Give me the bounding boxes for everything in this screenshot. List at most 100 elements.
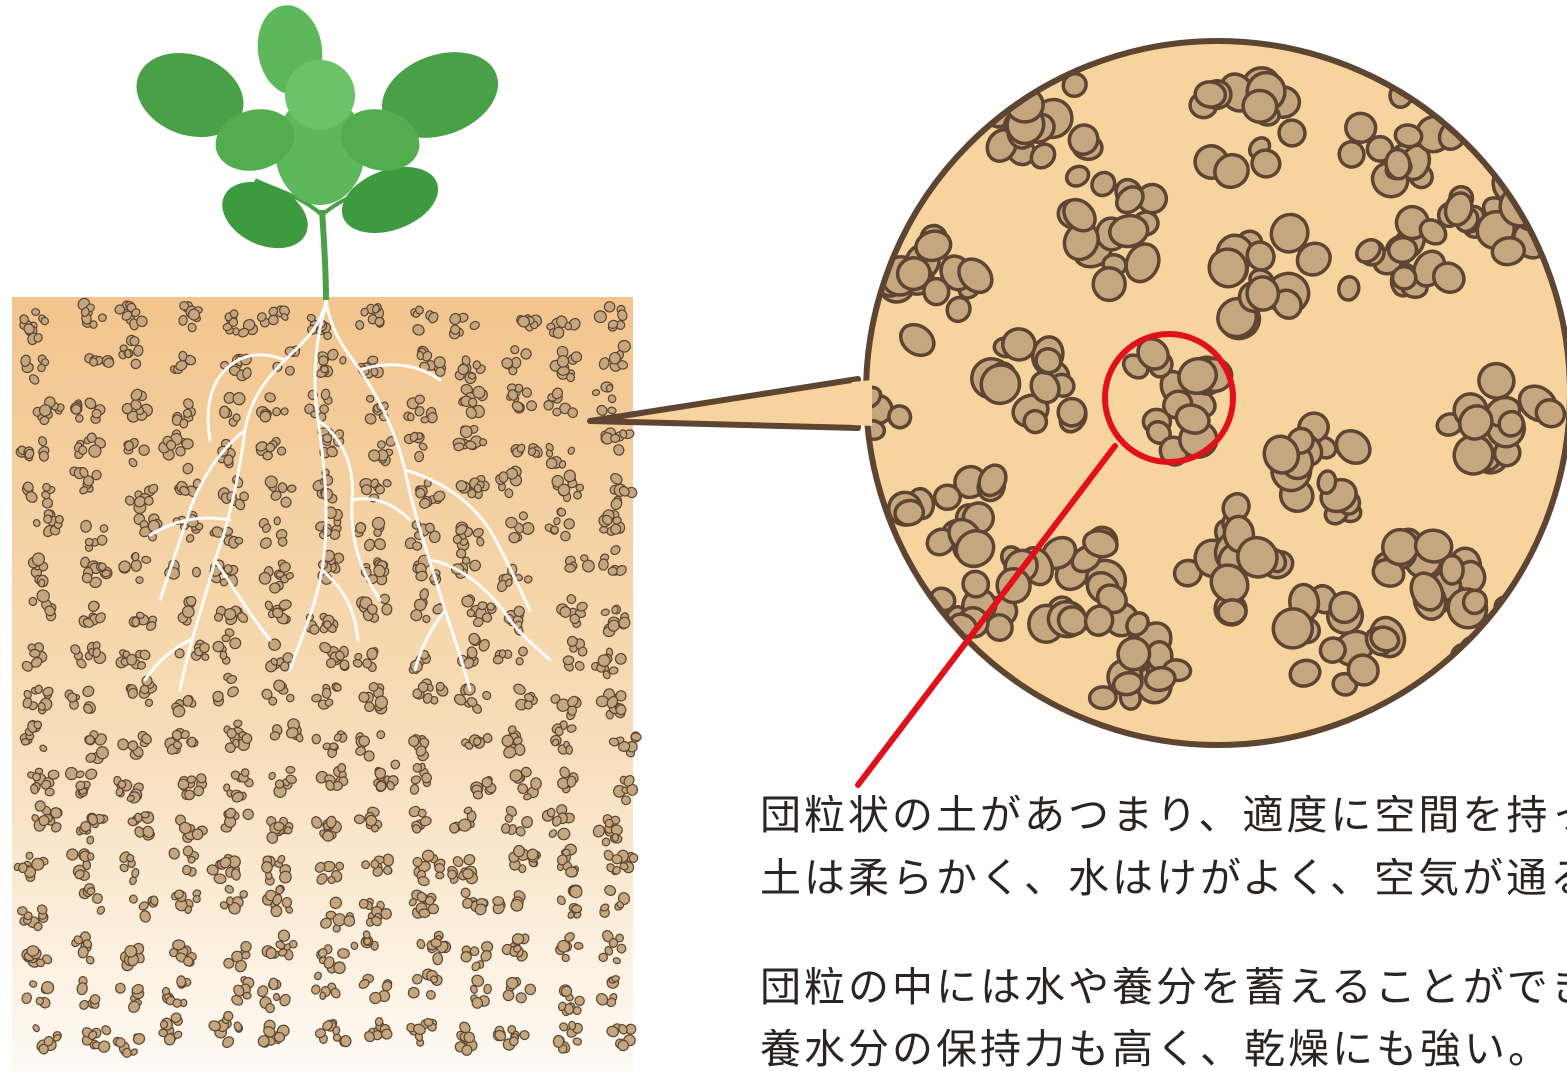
soil-particle: [499, 472, 508, 483]
soil-particle: [493, 897, 504, 906]
plant-leaves: [125, 1, 510, 300]
soil-particle: [565, 322, 573, 330]
soil-particle: [610, 434, 620, 443]
soil-particle: [581, 555, 589, 562]
soil-particle: [141, 812, 149, 819]
soil-particle: [415, 395, 424, 404]
soil-particle: [192, 829, 203, 840]
soil-particle: [87, 853, 94, 861]
soil-particle: [220, 651, 227, 659]
soil-particle: [418, 809, 427, 818]
soil-particle: [17, 907, 27, 916]
soil-particle: [421, 417, 429, 424]
soil-particle: [435, 367, 445, 376]
soil-particle: [31, 308, 39, 315]
soil-particle: [574, 996, 584, 1006]
soil-particle: [273, 993, 279, 1000]
soil-particle: [1194, 80, 1227, 108]
soil-particle: [573, 491, 581, 499]
soil-particle: [371, 860, 379, 869]
soil-particle: [366, 395, 374, 402]
soil-particle: [461, 888, 471, 898]
soil-particle: [436, 872, 444, 879]
soil-particle: [612, 975, 620, 982]
soil-particle: [1452, 650, 1490, 688]
soil-particle: [1391, 265, 1417, 290]
soil-particle: [381, 603, 392, 615]
soil-particle: [269, 978, 279, 990]
soil-particle: [124, 441, 133, 451]
soil-particle: [274, 517, 281, 525]
soil-particle: [289, 940, 297, 948]
soil-particle: [419, 909, 430, 918]
soil-particle: [339, 356, 346, 364]
soil-particle: [598, 559, 608, 571]
soil-particle: [523, 793, 532, 800]
soil-particle: [449, 823, 459, 833]
soil-particle: [39, 451, 49, 462]
soil-particle: [1217, 599, 1247, 625]
soil-particle: [269, 583, 280, 594]
soil-particle: [505, 517, 517, 528]
soil-particle: [182, 865, 191, 875]
soil-particle: [563, 655, 574, 665]
soil-particle: [592, 389, 600, 396]
soil-particle: [180, 301, 189, 310]
soil-particle: [323, 620, 332, 628]
soil-particle: [433, 953, 443, 965]
soil-particle: [355, 522, 365, 533]
soil-particle: [38, 579, 45, 588]
soil-particle: [284, 827, 292, 834]
soil-particle: [605, 819, 613, 827]
soil-particle: [571, 352, 582, 362]
caption-line-3: 団粒の中には水や養分を蓄えることができ: [760, 967, 1567, 1008]
soil-particle: [322, 688, 331, 698]
soil-particle: [131, 359, 141, 369]
caption-line-1: 団粒状の土があつまり、適度に空間を持っ: [760, 795, 1567, 836]
soil-particle: [1527, 638, 1561, 668]
soil-particle: [27, 945, 40, 956]
soil-particle: [599, 526, 607, 533]
soil-particle: [567, 776, 576, 787]
soil-particle: [273, 680, 285, 692]
soil-particle: [609, 352, 621, 364]
soil-particle: [1388, 237, 1417, 263]
soil-particle: [172, 940, 185, 951]
soil-particle: [566, 746, 573, 755]
soil-particle: [127, 654, 137, 665]
soil-particle: [354, 815, 365, 825]
soil-particle: [934, 485, 960, 510]
soil-particle: [286, 766, 295, 773]
soil-particle: [192, 567, 200, 577]
soil-particle: [274, 822, 285, 831]
soil-particle: [278, 537, 288, 547]
soil-particle: [414, 451, 424, 462]
soil-particle: [468, 373, 476, 380]
soil-particle: [179, 419, 188, 429]
soil-particle: [1497, 612, 1549, 664]
soil-particle: [1441, 555, 1464, 584]
soil-particle: [462, 868, 473, 879]
soil-particle: [473, 386, 486, 399]
soil-particle: [468, 398, 477, 407]
soil-particle: [219, 406, 229, 418]
soil-particle: [164, 1034, 175, 1046]
soil-particle: [367, 648, 377, 659]
soil-particle: [608, 567, 618, 576]
caption-line-2: 土は柔らかく、水はけがよく、空気が通る: [760, 858, 1567, 899]
soil-particle: [337, 763, 346, 772]
soil-particle: [516, 992, 527, 1003]
soil-particle: [407, 413, 414, 421]
soil-particle: [230, 310, 238, 319]
soil-particle: [531, 778, 542, 790]
soil-particle: [85, 735, 95, 745]
soil-particle: [611, 606, 618, 615]
soil-particle: [412, 541, 422, 550]
soil-particle: [141, 556, 151, 564]
soil-particle: [312, 734, 321, 744]
soil-particle: [177, 976, 186, 987]
soil-particle: [1089, 686, 1116, 709]
soil-particle: [179, 351, 188, 361]
soil-particle: [612, 834, 619, 842]
